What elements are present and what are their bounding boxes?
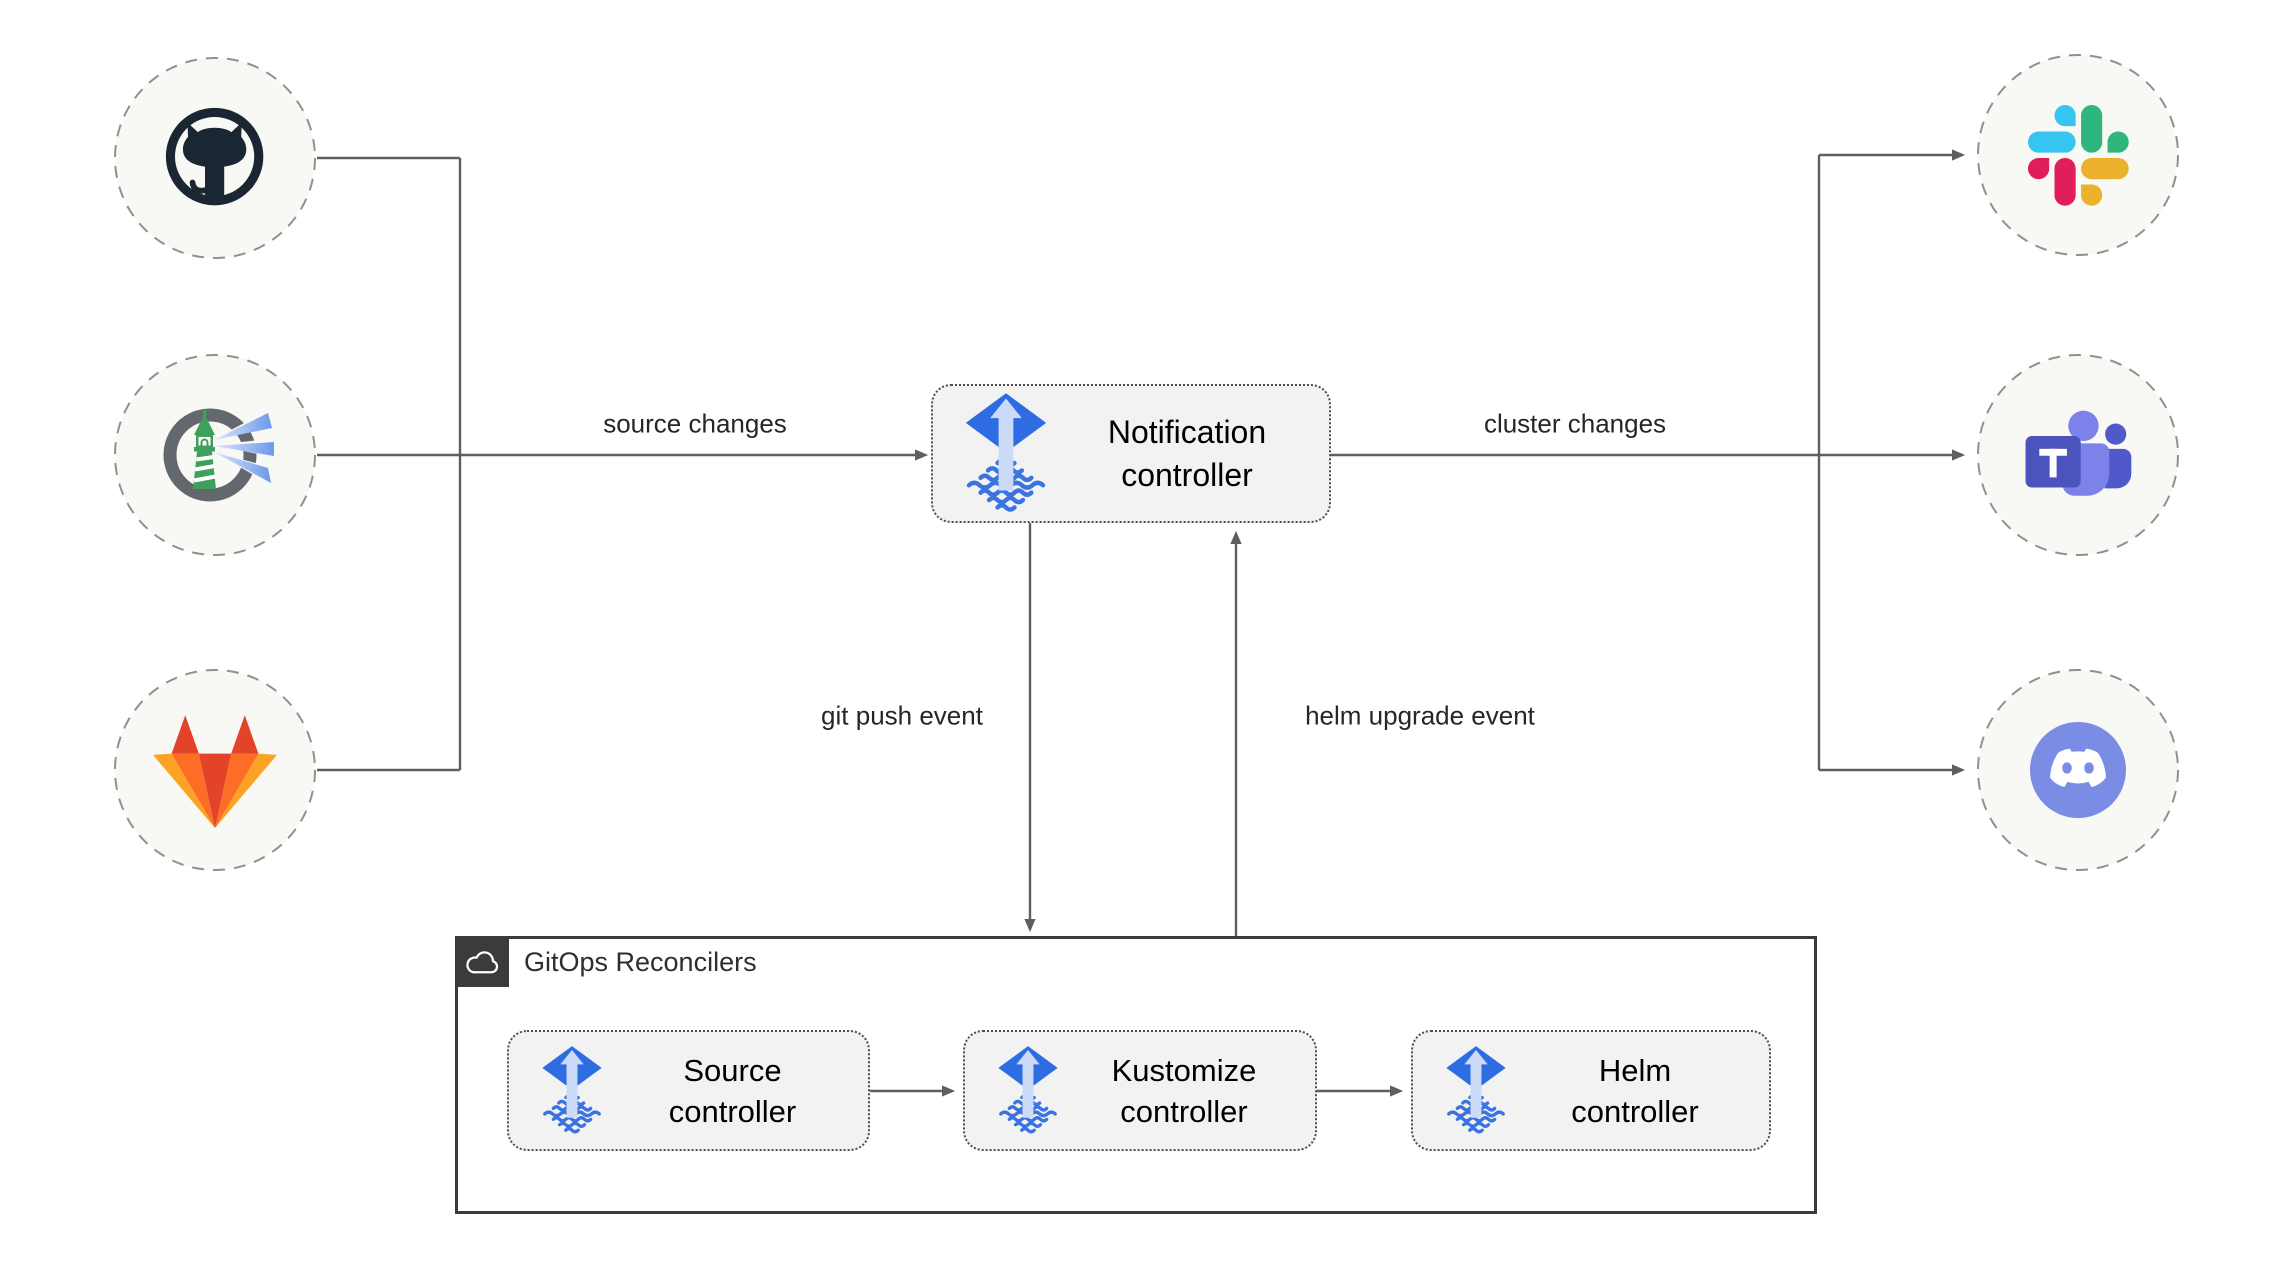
- kustomize-controller-box: Kustomize controller: [963, 1030, 1317, 1151]
- teams-icon: [2025, 410, 2132, 496]
- edge-label-helm-upgrade-event: helm upgrade event: [1301, 700, 1539, 732]
- source-controller-label: Source controller: [668, 1052, 797, 1129]
- notification-controller-box: Notification controller: [931, 384, 1331, 523]
- edge-label-git-push-event: git push event: [817, 700, 987, 732]
- flux-icon: [540, 1044, 604, 1134]
- gitlab-icon: [153, 715, 277, 829]
- flux-icon: [996, 1044, 1060, 1134]
- source-node-github: [113, 56, 317, 260]
- cloud-icon: [466, 950, 499, 973]
- target-node-discord: [1976, 668, 2180, 872]
- notification-controller-label: Notification controller: [1107, 413, 1267, 493]
- gitops-group-title: GitOps Reconcilers: [524, 946, 757, 977]
- kustomize-controller-label: Kustomize controller: [1111, 1052, 1257, 1129]
- target-node-teams: [1976, 353, 2180, 557]
- flux-icon: [953, 389, 1059, 518]
- dashed-circle: [1977, 54, 2179, 256]
- helm-controller-label: Helm controller: [1571, 1052, 1699, 1129]
- edge-label-cluster-changes: cluster changes: [1479, 408, 1671, 440]
- edge-label-source-changes: source changes: [599, 408, 791, 440]
- harbor-icon: [163, 405, 278, 502]
- github-icon: [165, 107, 264, 206]
- flux-icon: [1444, 1044, 1508, 1134]
- dashed-circle: [114, 354, 316, 556]
- source-controller-box: Source controller: [507, 1030, 870, 1151]
- source-node-gitlab: [113, 668, 317, 872]
- helm-controller-box: Helm controller: [1411, 1030, 1771, 1151]
- discord-icon: [2030, 722, 2126, 818]
- slack-icon: [2028, 105, 2129, 206]
- gitops-badge: [456, 937, 509, 987]
- target-node-slack: [1976, 53, 2180, 257]
- source-node-harbor: [113, 353, 317, 557]
